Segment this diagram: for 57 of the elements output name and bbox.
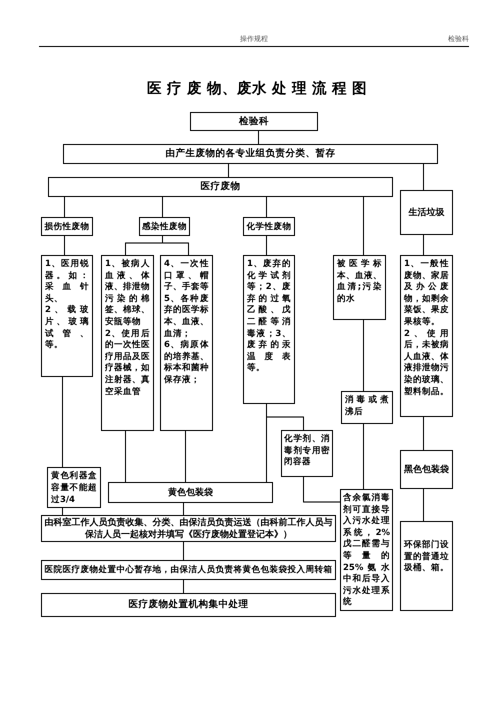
- process-box: 感染性废物: [139, 217, 190, 236]
- process-box: 损伤性废物: [41, 217, 93, 236]
- connector-line: [183, 542, 184, 560]
- connector-line: [363, 320, 364, 392]
- process-box: 医疗废物: [48, 177, 393, 197]
- process-box: 消毒或煮沸后: [341, 391, 393, 424]
- connector-line: [266, 196, 267, 218]
- process-box: 医疗废物处置机构集中处理: [41, 593, 336, 617]
- connector-line: [363, 196, 364, 256]
- connector-line: [423, 416, 424, 450]
- process-box: 环保部门设置的普通垃圾桶、箱。: [400, 521, 453, 611]
- connector-line: [423, 488, 424, 522]
- connector-line: [162, 196, 163, 218]
- process-box: 1、废弃的化学试剂等；2、废弃的过氧乙酸、戊二醛等消毒液；3、废弃的汞温度表等。: [243, 255, 295, 404]
- process-box: 由科室工作人员负责收集、分类、由保洁员负责运送（由科前工作人员与保洁人员一起核对并填写《医疗废物处置登记本》）: [41, 515, 336, 542]
- connector-line: [303, 476, 341, 502]
- process-box: 检验科: [190, 112, 318, 131]
- connector-line: [64, 196, 65, 218]
- title: 医 疗 废 物、废水 处 理 流 程 图: [146, 80, 368, 98]
- process-box: 化学性废物: [243, 217, 295, 236]
- list-item: 2、使用后的一次性医疗用品及医疗器械，如注射器、真空采血管: [105, 328, 150, 398]
- connector-line: [183, 502, 184, 516]
- connector-line: [258, 130, 259, 144]
- list-item: 1、医用锐器。如：采血针头、: [45, 259, 89, 304]
- connector-line: [62, 508, 63, 516]
- list-item: 2、使用后，未被病人血液、体液排泄物污染的玻璃、塑料制品。: [404, 328, 449, 398]
- list-item: 1、一般性废物、家居及办公废物，如剩余菜饭、果皮果核等。: [404, 259, 449, 329]
- process-box: 被医学标本、血液、血清;污染的水: [333, 255, 386, 320]
- connector-line: [423, 164, 424, 190]
- connector-line: [266, 236, 267, 256]
- connector-line: [125, 430, 126, 482]
- connector-line: [363, 424, 364, 490]
- list-item: 2、载玻片、玻璃试管、等。: [45, 305, 89, 352]
- process-box: 黄色利器盒容量不能超过3/4: [47, 467, 101, 508]
- process-box: 含余氯消毒剂可直接导入污水处理系统，2%戊二醛需与等量的25%氨水中和后导入污水处理系统: [340, 489, 393, 611]
- connector-line: [266, 404, 304, 430]
- process-box: 化学剂、消毒剂专用密闭容器: [281, 430, 333, 477]
- connector-line: [183, 580, 184, 594]
- process-box: 医院医疗废物处置中心暂存地，由保洁人员负责将黄色包装袋投入周转箱: [41, 560, 336, 580]
- process-box: [101, 255, 154, 431]
- list-item: 1、被病人血液、体液、排泄物污染的棉签、棉球、安瓿等物: [105, 259, 150, 328]
- connector-line: [423, 234, 424, 256]
- list-item: 6、病原体的培养基、标本和菌种保存液；: [164, 340, 209, 387]
- list-item: 5、各种废弃的医学标本、血液、血清；: [164, 294, 209, 340]
- process-box: [41, 255, 93, 377]
- connector-line: [228, 164, 229, 178]
- list-item: 4、一次性口罩、帽子、手套等: [164, 259, 209, 294]
- process-box: 黑色包装袋: [400, 450, 453, 489]
- connector-line: [62, 376, 63, 468]
- process-box: 生活垃圾: [400, 190, 453, 235]
- process-box: [160, 255, 213, 431]
- process-box: [400, 255, 453, 417]
- connector-line: [64, 236, 65, 256]
- process-box: 黄色包装袋: [108, 482, 273, 503]
- connector-line: [185, 430, 186, 482]
- connector-line: [162, 236, 189, 256]
- process-box: 由产生废物的各专业组负责分类、暂存: [63, 144, 438, 164]
